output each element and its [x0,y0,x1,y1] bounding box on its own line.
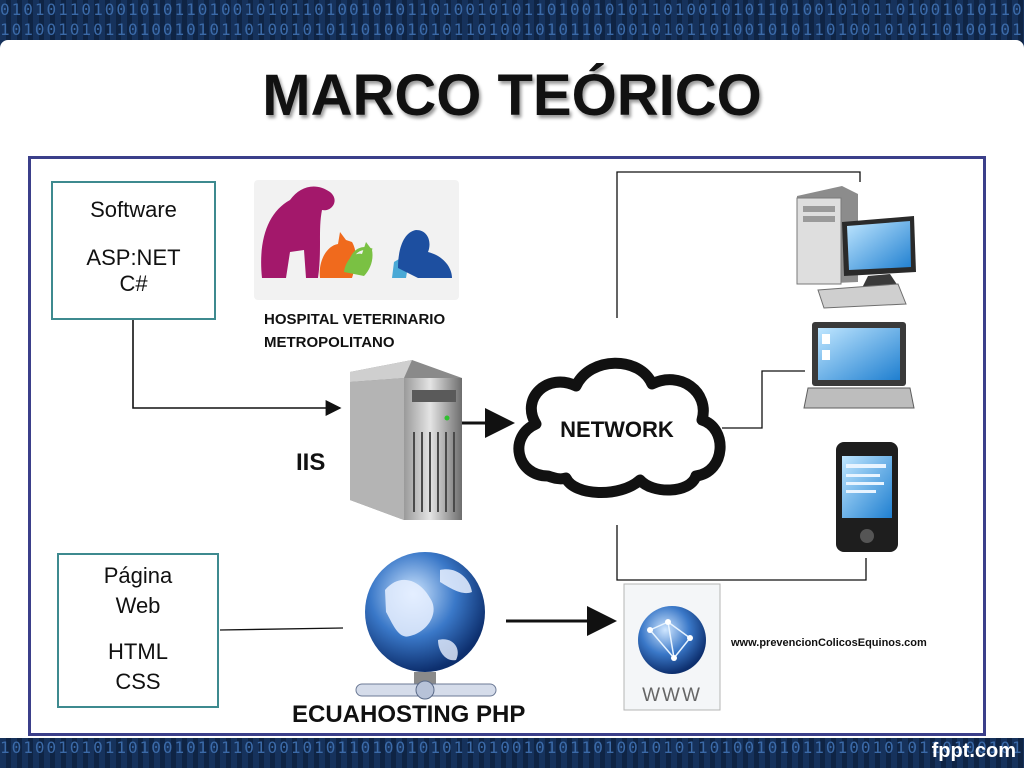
software-box-language: C# [119,271,148,296]
diagram-frame [28,156,986,736]
slide-title: MARCO TEÓRICO [262,63,762,128]
smartphone-icon [836,442,898,552]
web-page-box-css: CSS [115,669,161,694]
laptop-icon [803,322,915,409]
network-label: NETWORK [560,417,674,442]
network-cloud-icon [513,357,726,498]
www-label: WWW [642,685,702,706]
iis-label: IIS [296,449,326,476]
connector-software-to-server [132,320,342,416]
hospital-name-line1: HOSPITAL VETERINARIO [264,311,445,328]
web-page-box: Página Web HTML CSS [57,553,219,708]
software-box-framework: ASP:NET [86,245,181,270]
hosting-globe-icon [355,552,497,700]
website-url: www.prevencionColicosEquinos.com [730,637,927,649]
footer-brand: fppt.com [931,740,1016,762]
connector-network-to-laptop [722,370,805,429]
web-page-box-line1: Página [103,563,173,588]
desktop-computer-icon [796,186,916,309]
server-tower-icon [350,360,462,520]
software-box: Software ASP:NET C# [51,181,216,320]
hosting-label: ECUAHOSTING PHP [292,701,526,728]
pets-logo [254,180,459,300]
connector-network-to-desktop [616,171,861,318]
hospital-name-line2: METROPOLITANO [264,334,395,351]
web-page-box-html: HTML [108,639,168,664]
software-box-title: Software [90,197,177,222]
connector-network-to-phone [616,525,867,581]
connector-web-to-hosting [219,627,344,631]
web-page-box-line2: Web [115,593,161,618]
binary-background-bottom: 1010010101101001010110100101011010010101… [0,738,1024,768]
website-page-icon [623,583,721,711]
